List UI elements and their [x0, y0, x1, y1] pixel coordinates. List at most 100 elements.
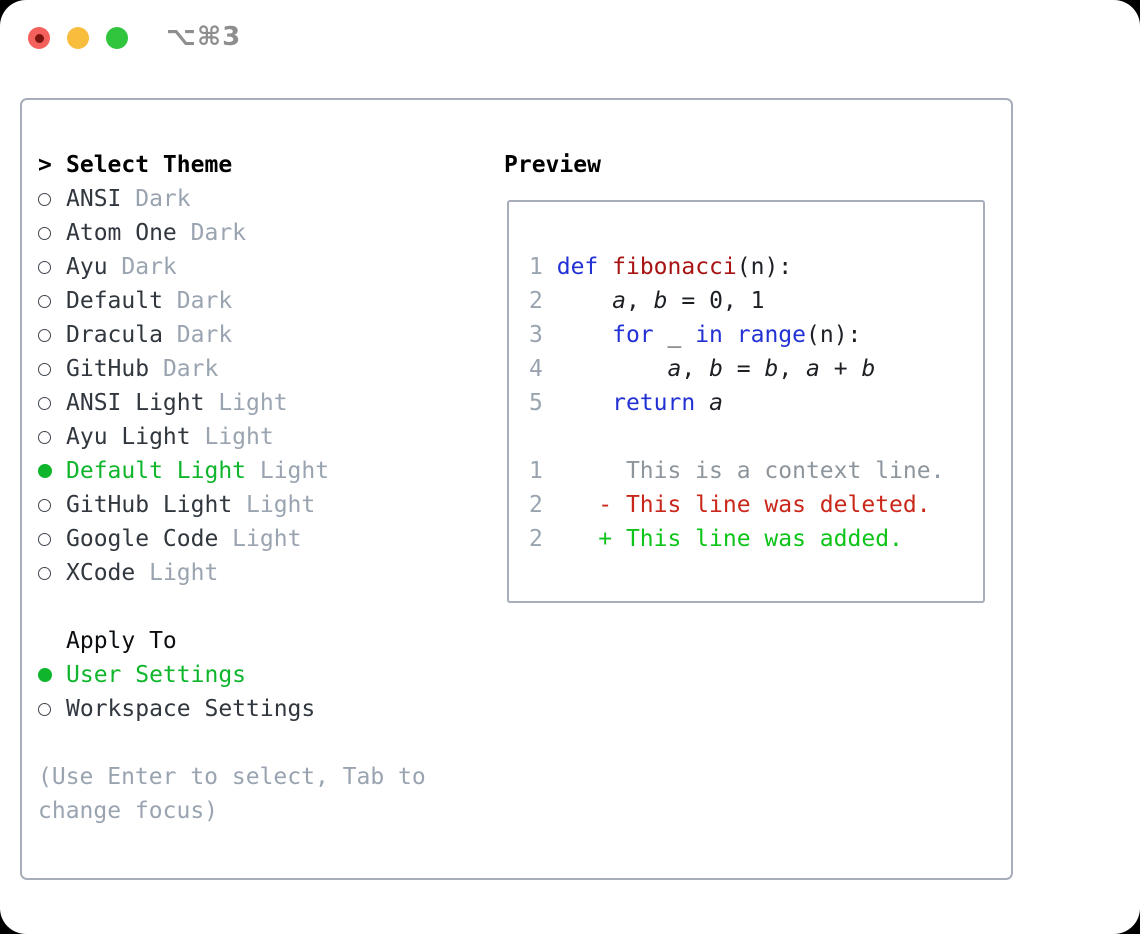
cursor-cell: > [38, 152, 66, 178]
radio-cell [38, 192, 66, 206]
radio-cell [38, 430, 66, 444]
theme-variant: Light [190, 424, 274, 450]
theme-option-default[interactable]: Default Dark [38, 284, 329, 318]
radio-cell [38, 260, 66, 274]
theme-variant: Light [232, 492, 316, 518]
preview-pane: 1 def fibonacci(n): 2 a, b = 0, 1 3 for _ … [507, 200, 985, 603]
radio-icon [38, 328, 51, 342]
line-number: 2 [529, 492, 543, 518]
theme-option-google-code[interactable]: Google Code Light [38, 522, 329, 556]
theme-variant: Light [135, 560, 219, 586]
radio-cell [38, 328, 66, 342]
apply-to-title: Apply To [66, 628, 177, 654]
theme-variant: Dark [162, 288, 233, 314]
keyboard-hint: (Use Enter to select, Tab to change focu… [38, 764, 426, 824]
code-line: 1 def fibonacci(n): [529, 254, 793, 280]
theme-option-github-light[interactable]: GitHub Light Light [38, 488, 329, 522]
theme-name: Atom One [66, 220, 177, 246]
radio-icon [38, 430, 51, 444]
traffic-light-zoom-icon[interactable] [106, 27, 128, 49]
radio-cell [38, 396, 66, 410]
radio-cell [38, 362, 66, 376]
theme-option-ayu-light[interactable]: Ayu Light Light [38, 420, 329, 454]
selection-cursor-icon: > [38, 152, 52, 178]
traffic-light-minimize-icon[interactable] [67, 27, 89, 49]
apply-option-workspace-settings[interactable]: Workspace Settings [38, 692, 315, 726]
apply-option-name: User Settings [66, 662, 247, 688]
theme-name: GitHub [66, 356, 150, 382]
radio-cell [38, 566, 66, 580]
radio-cell [38, 226, 66, 240]
blank-line [529, 216, 983, 250]
theme-variant: Dark [107, 254, 177, 280]
radio-icon [38, 702, 51, 716]
radio-icon [38, 498, 51, 512]
theme-option-atom-one[interactable]: Atom One Dark [38, 216, 329, 250]
theme-name: Ayu [66, 254, 108, 280]
apply-option-name: Workspace Settings [66, 696, 316, 722]
radio-icon [38, 226, 51, 240]
theme-name: XCode [66, 560, 136, 586]
code-line: 4 a, b = b, a + b [529, 356, 876, 382]
theme-option-default-light[interactable]: Default Light Light [38, 454, 329, 488]
radio-cell [38, 464, 66, 478]
theme-option-ansi[interactable]: ANSI Dark [38, 182, 329, 216]
theme-variant: Dark [162, 322, 233, 348]
radio-icon [38, 294, 51, 308]
theme-variant: Light [204, 390, 288, 416]
diff-line-deleted: 2 - This line was deleted. [529, 492, 931, 518]
radio-icon [38, 566, 51, 580]
diff-line-added: 2 + This line was added. [529, 526, 903, 552]
radio-icon [38, 532, 51, 546]
radio-selected-icon [38, 464, 52, 478]
theme-option-dracula[interactable]: Dracula Dark [38, 318, 329, 352]
line-number: 2 [529, 526, 543, 552]
line-number: 1 [529, 458, 543, 484]
theme-name: Default Light [66, 458, 247, 484]
radio-cell [38, 498, 66, 512]
line-number: 2 [529, 288, 543, 314]
theme-option-ayu[interactable]: Ayu Dark [38, 250, 329, 284]
theme-option-github[interactable]: GitHub Dark [38, 352, 329, 386]
theme-name: ANSI Light [66, 390, 205, 416]
theme-name: Ayu Light [66, 424, 191, 450]
window-shortcut-label: ⌥⌘3 [166, 22, 242, 52]
theme-variant: Light [246, 458, 330, 484]
radio-selected-icon [38, 668, 52, 682]
diff-line-context: 1 This is a context line. [529, 458, 945, 484]
theme-list-title: Select Theme [66, 152, 233, 178]
theme-list-header: > Select Theme [38, 148, 329, 182]
code-line: 3 for _ in range(n): [529, 322, 862, 348]
theme-name: GitHub Light [66, 492, 233, 518]
radio-icon [38, 260, 51, 274]
radio-icon [38, 192, 51, 206]
code-line: 2 a, b = 0, 1 [529, 288, 765, 314]
theme-option-ansi-light[interactable]: ANSI Light Light [38, 386, 329, 420]
code-line: 5 return a [529, 390, 723, 416]
theme-option-xcode[interactable]: XCode Light [38, 556, 329, 590]
radio-cell [38, 532, 66, 546]
radio-icon [38, 362, 51, 376]
theme-name: Dracula [66, 322, 163, 348]
radio-cell [38, 702, 66, 716]
line-number: 3 [529, 322, 543, 348]
line-number: 4 [529, 356, 543, 382]
apply-to-header: Apply To [38, 624, 315, 658]
theme-variant: Dark [121, 186, 191, 212]
theme-variant: Dark [149, 356, 219, 382]
theme-name: Google Code [66, 526, 219, 552]
line-number: 5 [529, 390, 543, 416]
traffic-light-close-icon[interactable] [28, 27, 50, 49]
preview-title: Preview [504, 152, 601, 178]
apply-option-user-settings[interactable]: User Settings [38, 658, 315, 692]
line-number: 1 [529, 254, 543, 280]
blank-line [529, 420, 983, 454]
radio-cell [38, 668, 66, 682]
radio-icon [38, 396, 51, 410]
radio-cell [38, 294, 66, 308]
theme-variant: Dark [176, 220, 247, 246]
